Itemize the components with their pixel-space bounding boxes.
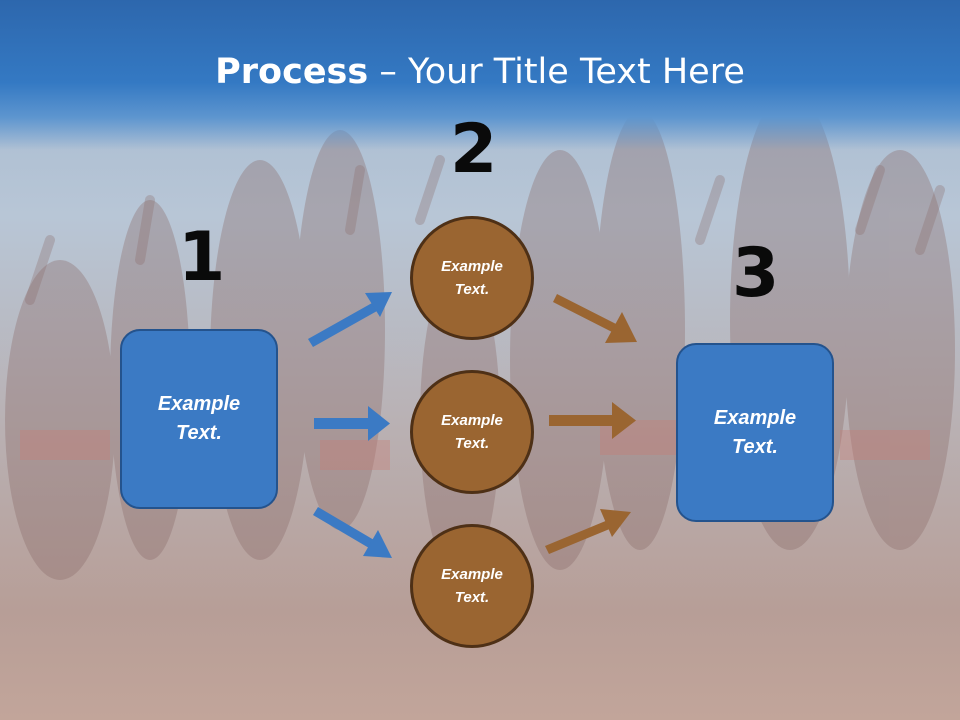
arrow-1-to-top-head bbox=[365, 292, 392, 317]
slide-title: Process – Your Title Text Here bbox=[0, 52, 960, 92]
arrow-1-to-top-shaft bbox=[308, 303, 377, 347]
title-bold: Process bbox=[215, 52, 369, 92]
arrow-1-to-bottom-shaft bbox=[313, 507, 374, 548]
step-1-text: Example Text. bbox=[157, 393, 241, 444]
arrow-1-to-bottom-head bbox=[363, 530, 392, 558]
arrow-bottom-to-3-shaft bbox=[545, 520, 612, 554]
arrow-1-to-middle-shaft bbox=[314, 418, 370, 429]
circle-middle-text: Example Text. bbox=[441, 412, 503, 452]
step-number-2: 2 bbox=[450, 110, 498, 189]
circle-top-text: Example Text. bbox=[441, 258, 503, 298]
step-1-box: Example Text. bbox=[120, 329, 278, 509]
arrow-middle-to-3-shaft bbox=[549, 415, 614, 426]
step-3-box: Example Text. bbox=[676, 343, 834, 522]
step-2-circle-middle: Example Text. bbox=[410, 370, 534, 494]
title-band bbox=[0, 0, 960, 150]
step-2-circle-top: Example Text. bbox=[410, 216, 534, 340]
step-3-text: Example Text. bbox=[713, 406, 797, 458]
arrow-top-to-3-head bbox=[605, 312, 637, 343]
arrow-middle-to-3-head bbox=[612, 402, 636, 439]
circle-bottom-text: Example Text. bbox=[441, 566, 503, 606]
arrow-1-to-middle-head bbox=[368, 406, 390, 441]
step-number-3: 3 bbox=[732, 234, 780, 313]
arrow-bottom-to-3-head bbox=[600, 509, 631, 537]
arrow-top-to-3-shaft bbox=[553, 294, 618, 333]
step-2-circle-bottom: Example Text. bbox=[410, 524, 534, 648]
title-rest: – Your Title Text Here bbox=[368, 52, 745, 92]
step-number-1: 1 bbox=[178, 218, 226, 297]
